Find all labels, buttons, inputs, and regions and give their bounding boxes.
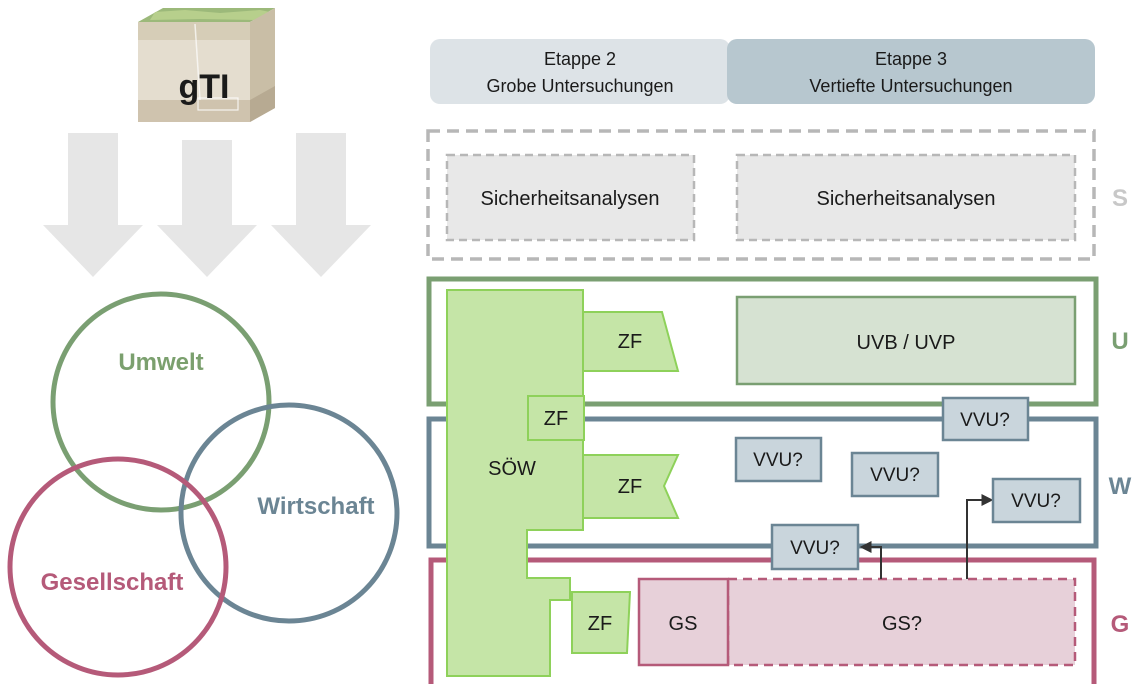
- vvu-box-border-wg: [770, 523, 860, 571]
- zf-u-shape: [582, 311, 680, 372]
- venn-diagram: Umwelt Wirtschaft Gesellschaft: [7, 291, 400, 678]
- zf-g-label: ZF: [588, 613, 612, 635]
- vvu-label: VVU?: [790, 538, 840, 559]
- uvb-uvp-box: [735, 295, 1077, 386]
- uvb-uvp-label: UVB / UVP: [857, 332, 956, 354]
- zf-u-label: ZF: [618, 331, 642, 353]
- vvu-box-border-uw: [941, 396, 1030, 442]
- zf-mid-shape: [527, 395, 585, 441]
- arrow-down-icon: [271, 133, 371, 277]
- zf-g-shape: [571, 591, 632, 654]
- row-label-g: G: [1111, 611, 1130, 638]
- etappe3-subtitle: Vertiefte Untersuchungen: [809, 76, 1012, 96]
- vvu-box-w-right: [991, 477, 1082, 524]
- row-label-u: U: [1111, 328, 1128, 355]
- arrows-down: [43, 133, 371, 277]
- header-etappe-3: Etappe 3 Vertiefte Untersuchungen: [727, 39, 1095, 104]
- vvu-label: VVU?: [960, 410, 1010, 431]
- sicherheitsanalysen-etappe3: Sicherheitsanalysen: [817, 188, 996, 210]
- vvu-label: VVU?: [753, 450, 803, 471]
- sicherheitsanalysen-etappe2: Sicherheitsanalysen: [481, 188, 660, 210]
- vvu-label: VVU?: [1011, 491, 1061, 512]
- arrow-down-icon: [43, 133, 143, 277]
- etappe2-title: Etappe 2: [544, 49, 616, 69]
- row-w-frame: [426, 416, 1099, 549]
- row-s: Sicherheitsanalysen Sicherheitsanalysen …: [426, 129, 1128, 261]
- zf-mid-label: ZF: [544, 408, 568, 430]
- soew-shape: [446, 289, 584, 677]
- zf-w-label: ZF: [618, 476, 642, 498]
- label-umwelt: Umwelt: [118, 349, 203, 376]
- vvu-label: VVU?: [870, 465, 920, 486]
- vvu-box-w-mid: [850, 451, 940, 498]
- gs-label: GS: [669, 613, 698, 635]
- etappe2-subtitle: Grobe Untersuchungen: [486, 76, 673, 96]
- row-label-w: W: [1109, 473, 1132, 500]
- circle-umwelt: [50, 291, 272, 513]
- arrow-down-icon: [157, 140, 257, 277]
- gs-q-box: [726, 577, 1077, 667]
- vvu-box-w-left: [734, 436, 823, 483]
- connector-arrow: [859, 541, 882, 579]
- zf-w-shape: [582, 454, 680, 519]
- gs-q-label: GS?: [882, 613, 922, 635]
- label-wirtschaft: Wirtschaft: [257, 493, 374, 520]
- circle-gesellschaft: [7, 456, 229, 678]
- row-g-frame: [428, 557, 1097, 684]
- gti-logo-text: gTI: [179, 68, 230, 106]
- row-u-frame: [426, 276, 1099, 407]
- gs-box: [637, 577, 730, 667]
- etappe3-title: Etappe 3: [875, 49, 947, 69]
- soew-label: SÖW: [488, 458, 536, 480]
- gti-logo: gTI: [138, 8, 275, 122]
- row-label-s: S: [1112, 185, 1128, 212]
- header-etappe-2: Etappe 2 Grobe Untersuchungen: [430, 39, 730, 104]
- connector-arrow: [966, 494, 994, 579]
- circle-wirtschaft: [178, 402, 400, 624]
- label-gesellschaft: Gesellschaft: [41, 569, 184, 596]
